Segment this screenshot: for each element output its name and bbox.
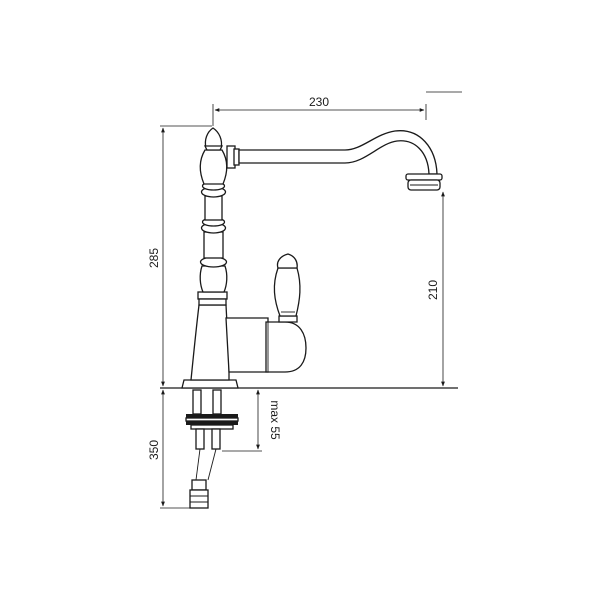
- faucet-body: [181, 127, 443, 389]
- dimension-hose-length: 350: [147, 389, 192, 509]
- dimension-label-285: 285: [147, 248, 161, 268]
- dimension-label-230: 230: [309, 95, 329, 109]
- dimension-label-210: 210: [426, 280, 440, 300]
- dimension-label-350: 350: [147, 440, 161, 460]
- mounting-assembly: [185, 389, 239, 509]
- dimension-spout-height: 210: [426, 191, 445, 387]
- dimension-label-max-55: max 55: [268, 400, 282, 440]
- dimension-total-height: 285: [147, 125, 212, 387]
- dimension-spout-reach: 230: [212, 91, 462, 126]
- lever-handle: [273, 253, 301, 323]
- dimension-max-thickness: max 55: [222, 389, 282, 452]
